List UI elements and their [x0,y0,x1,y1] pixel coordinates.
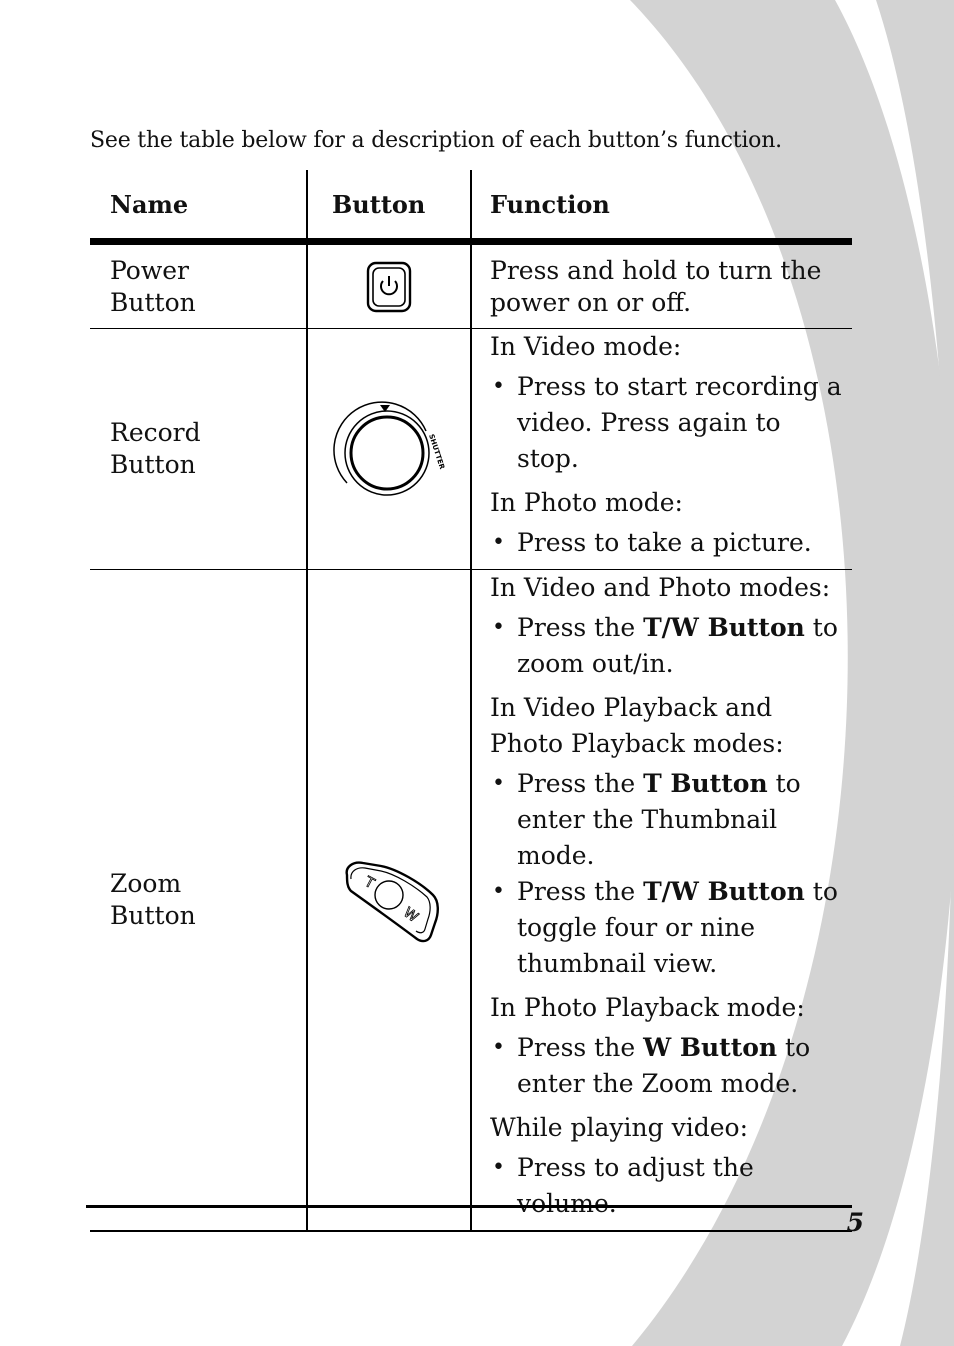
zoom-heading-2: In Video Playback and Photo Playback mod… [490,693,784,758]
zoom-bullet-3-bold: T/W Button [643,877,805,906]
zoom-bullet-4: Press the W Button to enter the Zoom mod… [490,1030,844,1102]
record-photo-list: Press to take a picture. [490,525,844,561]
record-photo-heading: In Photo mode: [490,488,683,517]
zoom-bullet-3: Press the T/W Button to toggle four or n… [490,874,844,982]
table-header-row: Name Button Function [90,170,852,245]
zoom-list-4: Press to adjust the volume. [490,1150,844,1222]
header-button: Button [306,170,471,245]
record-video-heading: In Video mode: [490,332,682,361]
zoom-list-2: Press the T Button to enter the Thumbnai… [490,766,844,982]
zoom-bullet-2-bold: T Button [643,769,768,798]
zoom-bullet-1-post: to zoom out/in. [517,613,838,678]
zoom-bullet-1-bold: T/W Button [643,613,805,642]
zoom-name-cell: Zoom Button [90,570,307,1232]
zoom-bullet-2-pre: Press the [517,769,644,798]
intro-text: See the table below for a description of… [90,128,782,153]
zoom-heading-4: While playing video: [490,1113,748,1142]
record-video-bullet: Press to start recording a video. Press … [490,369,844,477]
record-photo-bullet: Press to take a picture. [490,525,844,561]
swoosh-band-outer [630,0,954,1346]
zoom-bullet-2: Press the T Button to enter the Thumbnai… [490,766,844,874]
swoosh-band-inner [876,0,954,1346]
page-number: 5 [846,1208,864,1237]
header-function: Function [470,170,852,245]
table-row-power: Power Button Press and hold to turn the … [90,241,852,329]
zoom-name-line1: Zoom [110,869,182,898]
zoom-list-3: Press the W Button to enter the Zoom mod… [490,1030,844,1102]
table-row-record: Record Button SHUTTER In Video mode: Pre… [90,328,852,570]
power-name-cell: Power Button [90,242,307,329]
record-name-cell: Record Button [90,329,307,570]
zoom-icon-cell: T W [306,569,471,1231]
zoom-bullet-4-pre: Press the [517,1033,644,1062]
shutter-label: SHUTTER [427,433,446,471]
power-function-cell: Press and hold to turn the power on or o… [470,241,852,329]
zoom-rocker-icon: T W [345,861,439,943]
power-button-icon [366,261,412,312]
power-name-line1: Power [110,255,190,285]
header-name: Name [90,170,307,245]
record-function-cell: In Video mode: Press to start recording … [470,328,852,570]
zoom-name-line2: Button [110,901,196,930]
zoom-bullet-4-post: to enter the Zoom mode. [517,1033,811,1098]
button-function-table: Name Button Function Power Button Press … [90,170,852,1232]
record-name-line1: Record [110,418,201,447]
zoom-heading-1: In Video and Photo modes: [490,573,831,602]
record-name-line2: Button [110,450,196,479]
zoom-function-cell: In Video and Photo modes: Press the T/W … [470,569,852,1231]
zoom-bullet-3-pre: Press the [517,877,644,906]
table-row-zoom: Zoom Button T W In Video and Photo modes… [90,569,852,1232]
zoom-bullet-1-pre: Press the [517,613,644,642]
zoom-bullet-3-post: to toggle four or nine thumbnail view. [517,877,838,978]
record-icon-cell: SHUTTER [306,328,471,570]
zoom-bullet-1: Press the T/W Button to zoom out/in. [490,610,844,682]
zoom-bullet-5: Press to adjust the volume. [490,1150,844,1222]
zoom-bullet-4-bold: W Button [643,1033,778,1062]
shutter-dial-icon: SHUTTER [333,401,446,496]
footer-rule [86,1205,852,1208]
zoom-bullet-2-post: to enter the Thumbnail mode. [517,769,801,870]
power-icon-cell [306,241,471,329]
record-video-list: Press to start recording a video. Press … [490,369,844,477]
zoom-heading-3: In Photo Playback mode: [490,993,805,1022]
zoom-list-1: Press the T/W Button to zoom out/in. [490,610,844,682]
power-name-line2: Button [110,287,196,317]
